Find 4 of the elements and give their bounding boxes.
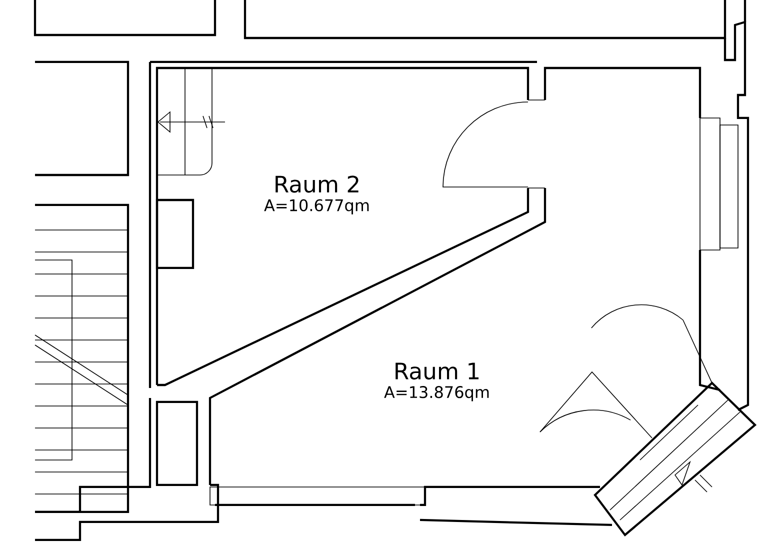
room-area: A=13.876qm <box>384 386 489 402</box>
room-name: Raum 1 <box>396 362 479 380</box>
room-name: Raum 2 <box>276 176 358 193</box>
room-area: A=10.677qm <box>264 199 369 214</box>
